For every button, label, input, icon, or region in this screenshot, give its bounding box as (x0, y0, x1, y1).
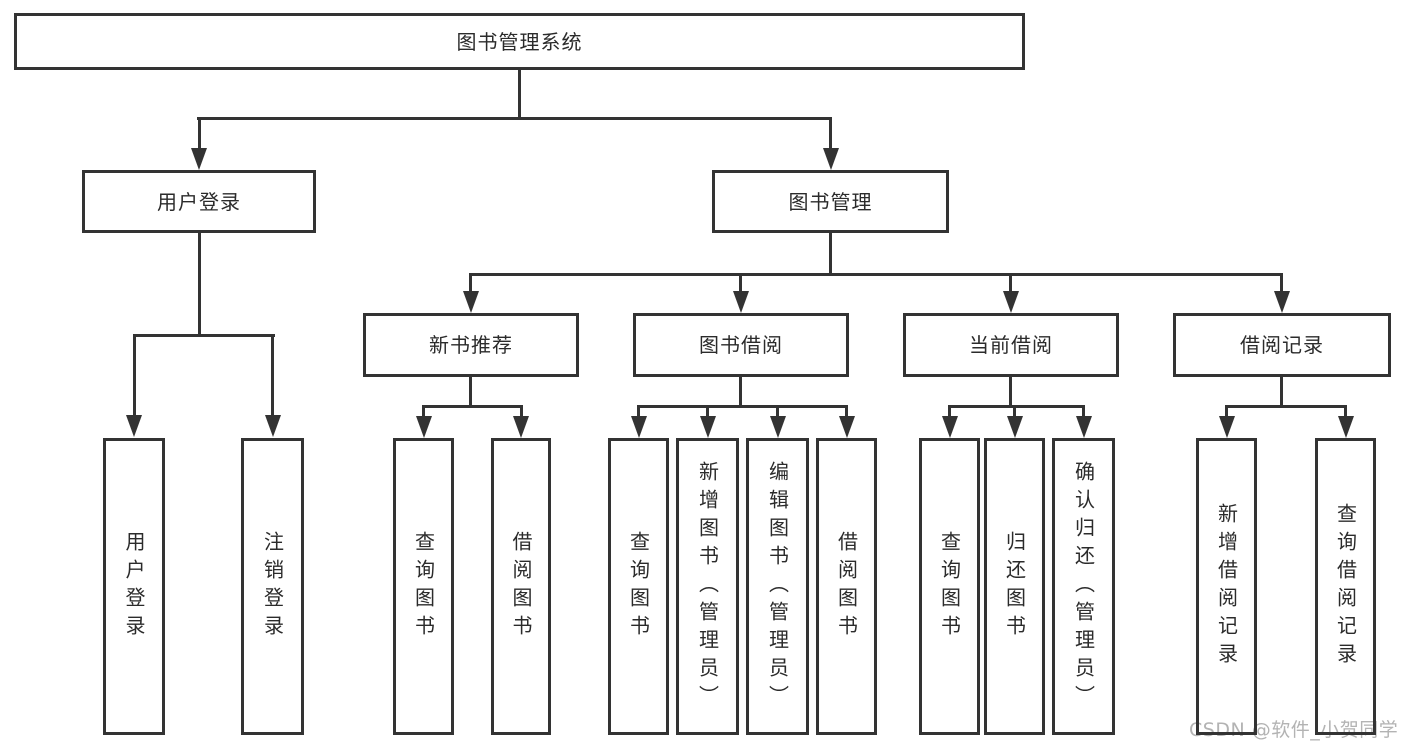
leaf-confirm-return-admin: 确认归还（管理员） (1052, 438, 1115, 735)
connector-drop (706, 405, 709, 417)
connector-drop (948, 405, 951, 417)
connector-drop (422, 405, 425, 417)
node-book-management: 图书管理 (712, 170, 949, 233)
leaf-query-books-current-label: 查询图书 (937, 530, 962, 643)
node-borrow-records-label: 借阅记录 (1240, 333, 1324, 357)
leaf-query-books-borrow-label: 查询图书 (626, 530, 651, 643)
node-new-book-recommend-label: 新书推荐 (429, 333, 513, 357)
node-library-system: 图书管理系统 (14, 13, 1025, 70)
arrow-down-icon (1006, 416, 1023, 438)
connector-drop (1344, 405, 1347, 417)
connector-book-mgmt-drop (829, 117, 832, 150)
connector-drop (469, 273, 472, 293)
connector-drop (519, 405, 523, 417)
leaf-query-books-recommend-label: 查询图书 (411, 530, 436, 643)
arrow-down-icon (462, 291, 479, 313)
leaf-borrow-books-borrow-label: 借阅图书 (834, 530, 859, 643)
connector-drop (1009, 273, 1012, 293)
connector-user-login-bar (132, 334, 275, 337)
arrow-down-icon (1002, 291, 1019, 313)
leaf-query-borrow-record: 查询借阅记录 (1315, 438, 1376, 735)
connector-drop (1225, 405, 1228, 417)
connector-borrow-stem (739, 377, 742, 408)
leaf-borrow-books-borrow: 借阅图书 (816, 438, 877, 735)
connector-current-stem (1009, 377, 1012, 408)
leaf-add-borrow-record-label: 新增借阅记录 (1214, 502, 1239, 671)
leaf-logout: 注销登录 (241, 438, 304, 735)
node-library-system-label: 图书管理系统 (456, 29, 583, 54)
node-book-borrow: 图书借阅 (633, 313, 849, 377)
leaf-return-books-label: 归还图书 (1002, 530, 1027, 643)
leaf-logout-label: 注销登录 (260, 530, 285, 643)
leaf-add-borrow-record: 新增借阅记录 (1196, 438, 1257, 735)
connector-recommend-stem (469, 377, 472, 408)
arrow-down-icon (630, 416, 647, 438)
leaf-return-books: 归还图书 (984, 438, 1045, 735)
arrow-down-icon (769, 416, 786, 438)
arrow-down-icon (838, 416, 855, 438)
node-borrow-records: 借阅记录 (1173, 313, 1391, 377)
connector-recommend-bar (422, 405, 523, 408)
connector-records-bar (1225, 405, 1347, 408)
node-book-borrow-label: 图书借阅 (699, 333, 783, 357)
csdn-watermark: CSDN @软件_小贺同学 (1189, 719, 1399, 741)
leaf-query-books-recommend: 查询图书 (393, 438, 454, 735)
leaf-user-login: 用户登录 (103, 438, 165, 735)
arrow-down-icon (1337, 416, 1354, 438)
connector-borrow-bar (637, 405, 848, 408)
leaf-user-login-label: 用户登录 (122, 530, 146, 643)
leaf-query-books-current: 查询图书 (919, 438, 980, 735)
arrow-down-icon (1273, 291, 1290, 313)
leaf-borrow-books-recommend: 借阅图书 (491, 438, 551, 735)
arrow-down-icon (415, 416, 432, 438)
leaf-edit-book-admin: 编辑图书（管理员） (746, 438, 809, 735)
arrow-down-icon (513, 416, 529, 438)
connector-user-login-stem (197, 233, 201, 337)
connector-drop (845, 405, 848, 417)
connector-root-stem (518, 69, 521, 120)
connector-drop (637, 405, 640, 417)
leaf-borrow-books-recommend-label: 借阅图书 (509, 530, 533, 643)
leaf-query-borrow-record-label: 查询借阅记录 (1333, 502, 1358, 671)
arrow-down-icon (1218, 416, 1235, 438)
arrow-down-icon (1075, 416, 1092, 438)
connector-drop (776, 405, 779, 417)
connector-drop (1082, 405, 1085, 417)
arrow-down-icon (822, 148, 839, 170)
connector-drop (1280, 273, 1283, 293)
connector-drop (271, 334, 274, 416)
leaf-edit-book-admin-label: 编辑图书（管理员） (765, 460, 790, 713)
leaf-add-book-admin-label: 新增图书（管理员） (695, 460, 720, 713)
node-user-login: 用户登录 (82, 170, 316, 233)
node-current-borrow: 当前借阅 (903, 313, 1119, 377)
arrow-down-icon (191, 148, 207, 170)
arrow-down-icon (699, 416, 716, 438)
node-book-management-label: 图书管理 (788, 189, 873, 214)
leaf-query-books-borrow: 查询图书 (608, 438, 669, 735)
leaf-add-book-admin: 新增图书（管理员） (676, 438, 739, 735)
connector-drop (739, 273, 742, 293)
connector-book-mgmt-stem (829, 233, 832, 276)
connector-drop (132, 334, 136, 416)
connector-current-bar (948, 405, 1085, 408)
arrow-down-icon (126, 415, 142, 437)
connector-drop (1013, 405, 1016, 417)
connector-root-bar (197, 117, 831, 120)
connector-user-login-drop (197, 117, 201, 150)
node-new-book-recommend: 新书推荐 (363, 313, 579, 377)
arrow-down-icon (732, 291, 749, 313)
connector-book-mgmt-bar (469, 273, 1282, 276)
node-current-borrow-label: 当前借阅 (969, 333, 1053, 357)
arrow-down-icon (941, 416, 958, 438)
leaf-confirm-return-admin-label: 确认归还（管理员） (1071, 460, 1096, 713)
connector-records-stem (1280, 377, 1283, 408)
arrow-down-icon (264, 415, 281, 437)
node-user-login-label: 用户登录 (157, 189, 241, 214)
